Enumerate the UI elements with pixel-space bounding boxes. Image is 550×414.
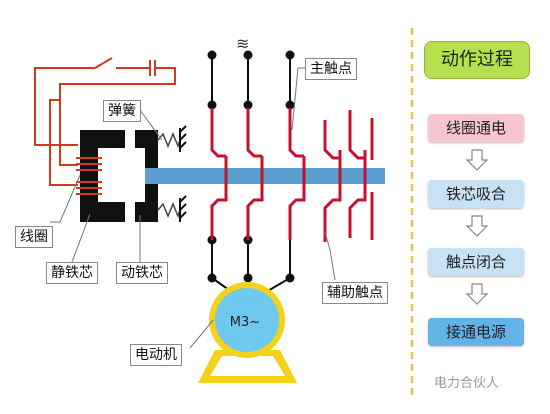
label-static-core: 静铁芯 bbox=[46, 262, 98, 284]
label-moving-core: 动铁芯 bbox=[116, 262, 168, 284]
process-arrows bbox=[465, 149, 489, 305]
label-spring: 弹簧 bbox=[103, 100, 141, 122]
process-title: 动作过程 bbox=[424, 41, 530, 79]
ac-wave-symbol: ≋ bbox=[236, 34, 250, 53]
aux-contacts bbox=[323, 110, 374, 242]
process-step-3: 触点闭合 bbox=[428, 248, 524, 276]
label-motor: 电动机 bbox=[130, 344, 182, 366]
static-core bbox=[76, 130, 125, 222]
label-coil: 线圈 bbox=[15, 226, 53, 248]
process-step-2: 铁芯吸合 bbox=[428, 180, 524, 208]
main-contacts bbox=[210, 108, 306, 240]
linkage-bar bbox=[145, 168, 385, 184]
leader-lines bbox=[50, 67, 336, 349]
control-circuit bbox=[34, 57, 176, 186]
process-step-1: 线圈通电 bbox=[428, 114, 524, 142]
process-step-4: 接通电源 bbox=[428, 318, 524, 346]
motor bbox=[198, 282, 297, 383]
label-main-contact: 主触点 bbox=[305, 58, 357, 80]
label-aux-contact: 辅助触点 bbox=[322, 282, 388, 304]
motor-symbol-text: M3~ bbox=[229, 315, 261, 330]
watermark: 电力合伙人 bbox=[434, 376, 500, 391]
main-lines bbox=[207, 50, 295, 293]
